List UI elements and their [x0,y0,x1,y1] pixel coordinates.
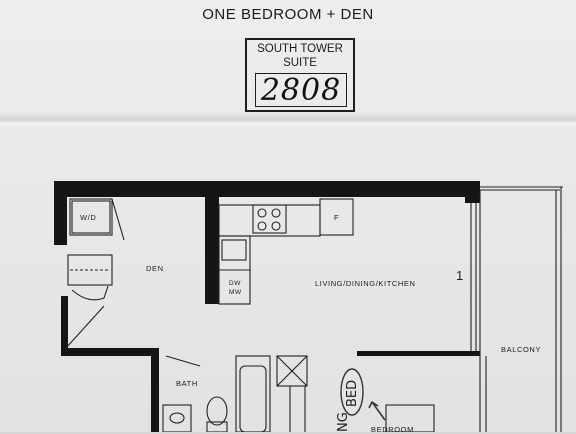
washer-dryer-unit [69,198,113,236]
handwritten-circle [340,368,364,416]
living-label: LIVING/DINING/KITCHEN [315,279,416,288]
den-label: DEN [146,264,164,273]
west-wall-upper [54,181,67,245]
fridge [319,198,354,236]
suite-number: 2808 [260,73,342,108]
bed-outline [385,404,435,432]
bedroom-north-wall [357,351,480,356]
suite-box: SOUTH TOWER SUITE 2808 [245,38,355,112]
balcony-label: BALCONY [501,345,542,354]
handwritten-arrow [371,401,386,421]
handwritten-bed-note: BED [345,380,360,407]
washer-dryer-label: W/D [80,213,97,222]
paper-fold [0,112,576,130]
washer-dryer-inner [71,200,111,234]
east-pier [465,181,480,203]
handwritten-arrowhead [368,400,379,409]
handwritten-note-fragment: NG [336,412,351,432]
vanity [162,404,192,432]
vanity-basin [169,412,185,424]
burner-3 [257,221,267,231]
entry-door-swing [65,305,105,349]
burner-1 [257,208,267,218]
kitchen-partition [205,195,219,304]
closet-x-2 [276,355,308,387]
den-closet [67,254,113,286]
toilet-tank [206,421,228,432]
bath-label: BATH [176,379,198,388]
fridge-label: F [334,213,340,222]
window-mark: 1 [456,268,463,283]
bathtub-inner [239,365,267,432]
closet-door-swing [111,198,125,241]
burner-2 [271,208,281,218]
sink [221,239,247,261]
bathtub [235,355,271,432]
bath-door-swing [165,355,201,367]
burner-4 [271,221,281,231]
plan-title: ONE BEDROOM + DEN [202,6,374,23]
north-wall [54,181,480,197]
suite-number-box: 2808 [255,73,347,108]
dishwasher-label: DW [229,280,242,287]
microwave-label: MW [229,289,242,296]
den-south-wall [61,348,159,356]
cooktop [252,204,287,234]
suite-label: SOUTH TOWER SUITE [257,43,343,69]
kitchen-counter [218,204,321,237]
linen-closet [276,355,308,387]
toilet [206,396,228,426]
bath-west-wall [151,348,159,432]
den-door-swing [71,285,109,301]
west-wall-lower [61,296,68,356]
bedroom-label: BEDROOM [371,425,414,434]
